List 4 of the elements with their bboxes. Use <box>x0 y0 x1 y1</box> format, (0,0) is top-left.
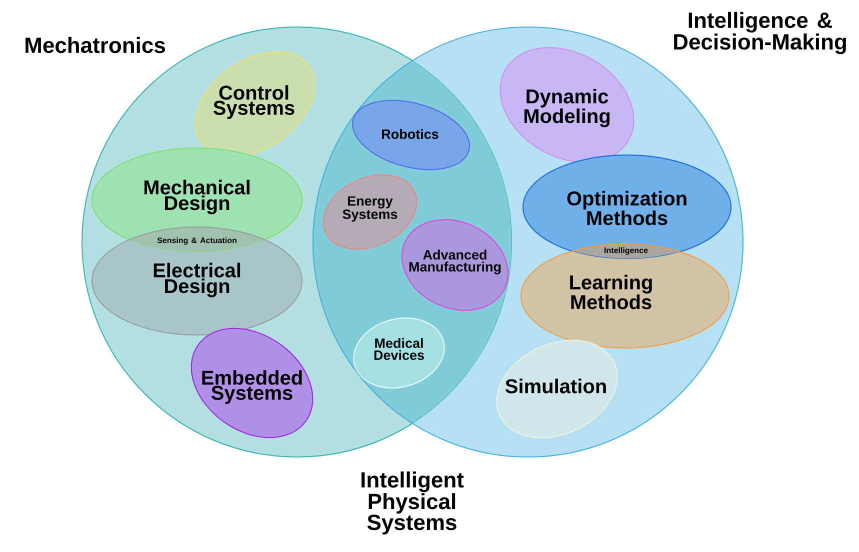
overlap-label: Intelligence <box>604 247 648 255</box>
node-label: Intelligence & <box>688 12 832 32</box>
overlap-label: Sensing & Actuation <box>157 237 236 245</box>
region-title: Intelligent Physical Systems <box>362 471 464 535</box>
